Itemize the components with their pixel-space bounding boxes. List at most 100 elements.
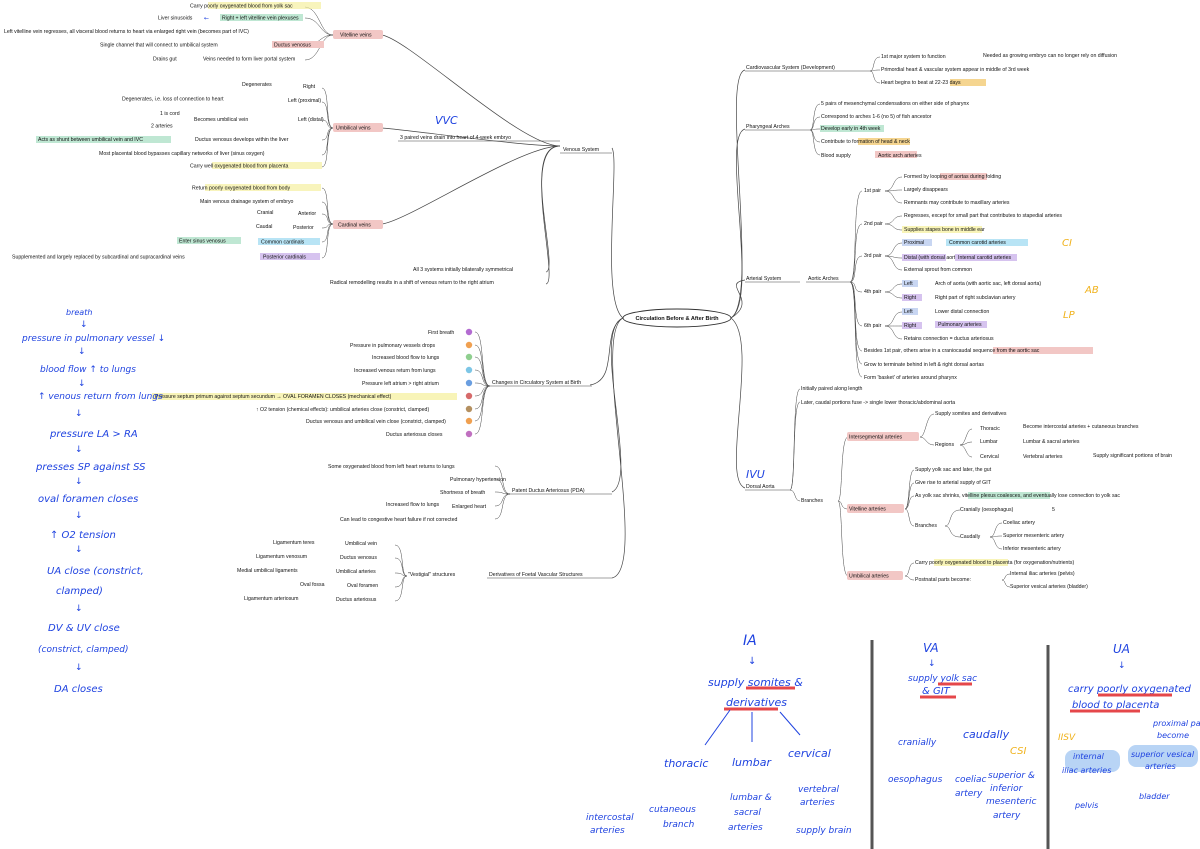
center-node[interactable]: Circulation Before & After Birth — [622, 308, 732, 328]
svg-text:1st major system to function: 1st major system to function — [881, 54, 946, 60]
svg-text:Single channel that will conne: Single channel that will connect to umbi… — [100, 43, 218, 49]
svg-text:Right part of right subclavian: Right part of right subclavian artery — [935, 295, 1016, 301]
svg-text:supply somites &: supply somites & — [708, 676, 803, 689]
svg-text:↓: ↓ — [75, 511, 83, 521]
svg-text:Ductus venosus and umbilical v: Ductus venosus and umbilical vein close … — [306, 419, 446, 425]
svg-text:↓: ↓ — [75, 545, 83, 555]
svg-text:Vitelline arteries: Vitelline arteries — [849, 507, 886, 513]
svg-text:Retains connection = ductus ar: Retains connection = ductus arteriosus — [904, 336, 994, 342]
svg-text:Main venous drainage system of: Main venous drainage system of embryo — [200, 199, 294, 205]
svg-text:As yolk sac shrinks, vitelline: As yolk sac shrinks, vitelline plexus co… — [915, 493, 1120, 499]
svg-text:Carry poorly oxygenated blood: Carry poorly oxygenated blood to placent… — [915, 560, 1074, 566]
cardio-title: Cardiovascular System (Development) — [746, 65, 835, 71]
changes-title: Changes in Circulatory System at Birth — [492, 380, 581, 386]
svg-text:6th pair: 6th pair — [864, 323, 882, 329]
svg-text:AB: AB — [1084, 285, 1099, 296]
svg-text:presses SP against SS: presses SP against SS — [35, 462, 146, 473]
derivatives-branch[interactable]: Derivatives of Foetal Vascular Structure… — [237, 540, 612, 603]
svg-text:CSI: CSI — [1010, 746, 1027, 757]
svg-text:mesenteric: mesenteric — [986, 797, 1037, 807]
svg-text:Intersegmental arteries: Intersegmental arteries — [849, 435, 902, 441]
svg-text:carry poorly oxygenated: carry poorly oxygenated — [1068, 684, 1192, 695]
svg-text:arteries: arteries — [590, 826, 625, 836]
svg-text:Increased venous return from l: Increased venous return from lungs — [354, 368, 436, 374]
svg-text:pressure in pulmonary vessel ↓: pressure in pulmonary vessel ↓ — [21, 334, 165, 344]
svg-text:Aortic arch arteries: Aortic arch arteries — [878, 153, 922, 159]
svg-text:5: 5 — [1052, 507, 1055, 513]
svg-text:artery: artery — [993, 811, 1021, 821]
svg-text:become: become — [1157, 731, 1189, 740]
svg-text:Increased flow to lungs: Increased flow to lungs — [386, 502, 439, 508]
dorsal-aorta-title: Dorsal Aorta — [746, 484, 775, 490]
svg-text:"Vestigial" structures: "Vestigial" structures — [408, 572, 456, 578]
svg-text:Lumbar & sacral arteries: Lumbar & sacral arteries — [1023, 439, 1080, 445]
svg-text:Supplemented and largely repla: Supplemented and largely replaced by sub… — [12, 255, 185, 261]
svg-text:Initially paired along length: Initially paired along length — [801, 386, 863, 392]
svg-text:Internal carotid arteries: Internal carotid arteries — [958, 255, 1011, 261]
cardio-branch[interactable]: Cardiovascular System (Development) 1st … — [745, 53, 1117, 86]
center-label: Circulation Before & After Birth — [635, 316, 719, 322]
svg-text:Increased blood flow to lungs: Increased blood flow to lungs — [372, 355, 440, 361]
handwritten-labels: VVC IVU CI AB LP — [435, 114, 1099, 481]
svg-text:Lower distal connection: Lower distal connection — [935, 309, 989, 315]
svg-text:Ligamentum teres: Ligamentum teres — [273, 540, 315, 546]
svg-text:thoracic: thoracic — [664, 757, 708, 770]
pharyngeal-branch[interactable]: Pharyngeal Arches 5 pairs of mesenchymal… — [745, 101, 969, 159]
svg-text:supply yolk sac: supply yolk sac — [908, 674, 977, 684]
svg-text:Can lead to congestive heart f: Can lead to congestive heart failure if … — [340, 517, 457, 523]
svg-text:& GIT: & GIT — [922, 686, 951, 697]
changes-at-birth[interactable]: Changes in Circulatory System at Birth F… — [152, 328, 592, 438]
svg-text:arteries: arteries — [800, 798, 835, 808]
pharyngeal-title: Pharyngeal Arches — [746, 124, 790, 130]
pda-branch[interactable]: Patent Ductus Arteriosus (PDA) Some oxyg… — [328, 464, 612, 523]
svg-text:↓: ↓ — [75, 445, 83, 455]
svg-text:Ligamentum venosum: Ligamentum venosum — [256, 554, 307, 560]
svg-text:DA closes: DA closes — [54, 684, 103, 695]
svg-text:VA: VA — [923, 641, 939, 655]
svg-text:Drains gut: Drains gut — [153, 57, 177, 63]
arterial-branch[interactable]: Arterial System Aortic Arches 1st pair F… — [745, 173, 1093, 381]
svg-text:proximal part: proximal part — [1152, 719, 1200, 728]
svg-text:LP: LP — [1063, 310, 1076, 321]
svg-text:Form 'basket' of arteries arou: Form 'basket' of arteries around pharynx — [864, 375, 957, 381]
svg-text:Blood supply: Blood supply — [821, 153, 851, 159]
svg-text:Left (distal): Left (distal) — [298, 117, 324, 123]
umbilical-veins-node: Umbilical veins — [336, 126, 371, 132]
svg-text:4th pair: 4th pair — [864, 289, 882, 295]
handwritten-va: VA ↓ supply yolk sac & GIT cranially cau… — [888, 641, 1037, 821]
main-branches — [381, 34, 746, 579]
svg-text:Posterior: Posterior — [293, 225, 314, 231]
svg-text:Left: Left — [904, 309, 913, 315]
svg-text:derivatives: derivatives — [726, 696, 787, 709]
svg-text:Common carotid arteries: Common carotid arteries — [949, 240, 1006, 246]
dorsal-aorta-branch[interactable]: Dorsal Aorta Initially paired along leng… — [745, 386, 1172, 590]
svg-text:Umbilical vein: Umbilical vein — [345, 541, 377, 547]
svg-text:↑ venous return from lungs: ↑ venous return from lungs — [38, 392, 163, 402]
svg-text:Cranially (oesophagus): Cranially (oesophagus) — [960, 507, 1014, 513]
svg-text:artery: artery — [955, 789, 983, 799]
svg-text:Give rise to arterial supply o: Give rise to arterial supply of GIT — [915, 480, 992, 486]
svg-text:Supply somites and derivatives: Supply somites and derivatives — [935, 411, 1007, 417]
svg-text:Radical remodelling results in: Radical remodelling results in a shift o… — [330, 280, 494, 286]
svg-text:Ductus arteriosus: Ductus arteriosus — [336, 597, 377, 603]
svg-text:↓: ↓ — [1118, 661, 1126, 671]
svg-text:Later, caudal portions fuse ->: Later, caudal portions fuse -> single lo… — [801, 400, 955, 406]
svg-text:External sprout from common: External sprout from common — [904, 267, 972, 273]
svg-text:←: ← — [204, 15, 209, 22]
svg-text:Distal (with dorsal aortas): Distal (with dorsal aortas) — [904, 255, 963, 261]
svg-text:Pulmonary hypertension: Pulmonary hypertension — [450, 477, 506, 483]
svg-text:Left (proximal): Left (proximal) — [288, 98, 321, 104]
svg-text:Internal iliac arteries (pelvi: Internal iliac arteries (pelvis) — [1010, 571, 1075, 577]
svg-text:inferior: inferior — [990, 784, 1024, 794]
svg-text:sacral: sacral — [734, 808, 761, 818]
svg-text:superior &: superior & — [988, 771, 1035, 781]
svg-text:Develop early in 4th week: Develop early in 4th week — [821, 126, 881, 132]
svg-text:Pressure in pulmonary vessels: Pressure in pulmonary vessels drops — [350, 343, 435, 349]
svg-text:caudally: caudally — [963, 728, 1010, 741]
svg-text:branch: branch — [663, 820, 695, 830]
handwritten-flow: breath ↓ pressure in pulmonary vessel ↓ … — [21, 308, 165, 695]
venous-system[interactable]: Venous System 3 paired veins drain into … — [4, 2, 612, 286]
svg-text:Ductus arteriosus closes: Ductus arteriosus closes — [386, 432, 443, 438]
svg-text:Oval foramen: Oval foramen — [347, 583, 378, 589]
